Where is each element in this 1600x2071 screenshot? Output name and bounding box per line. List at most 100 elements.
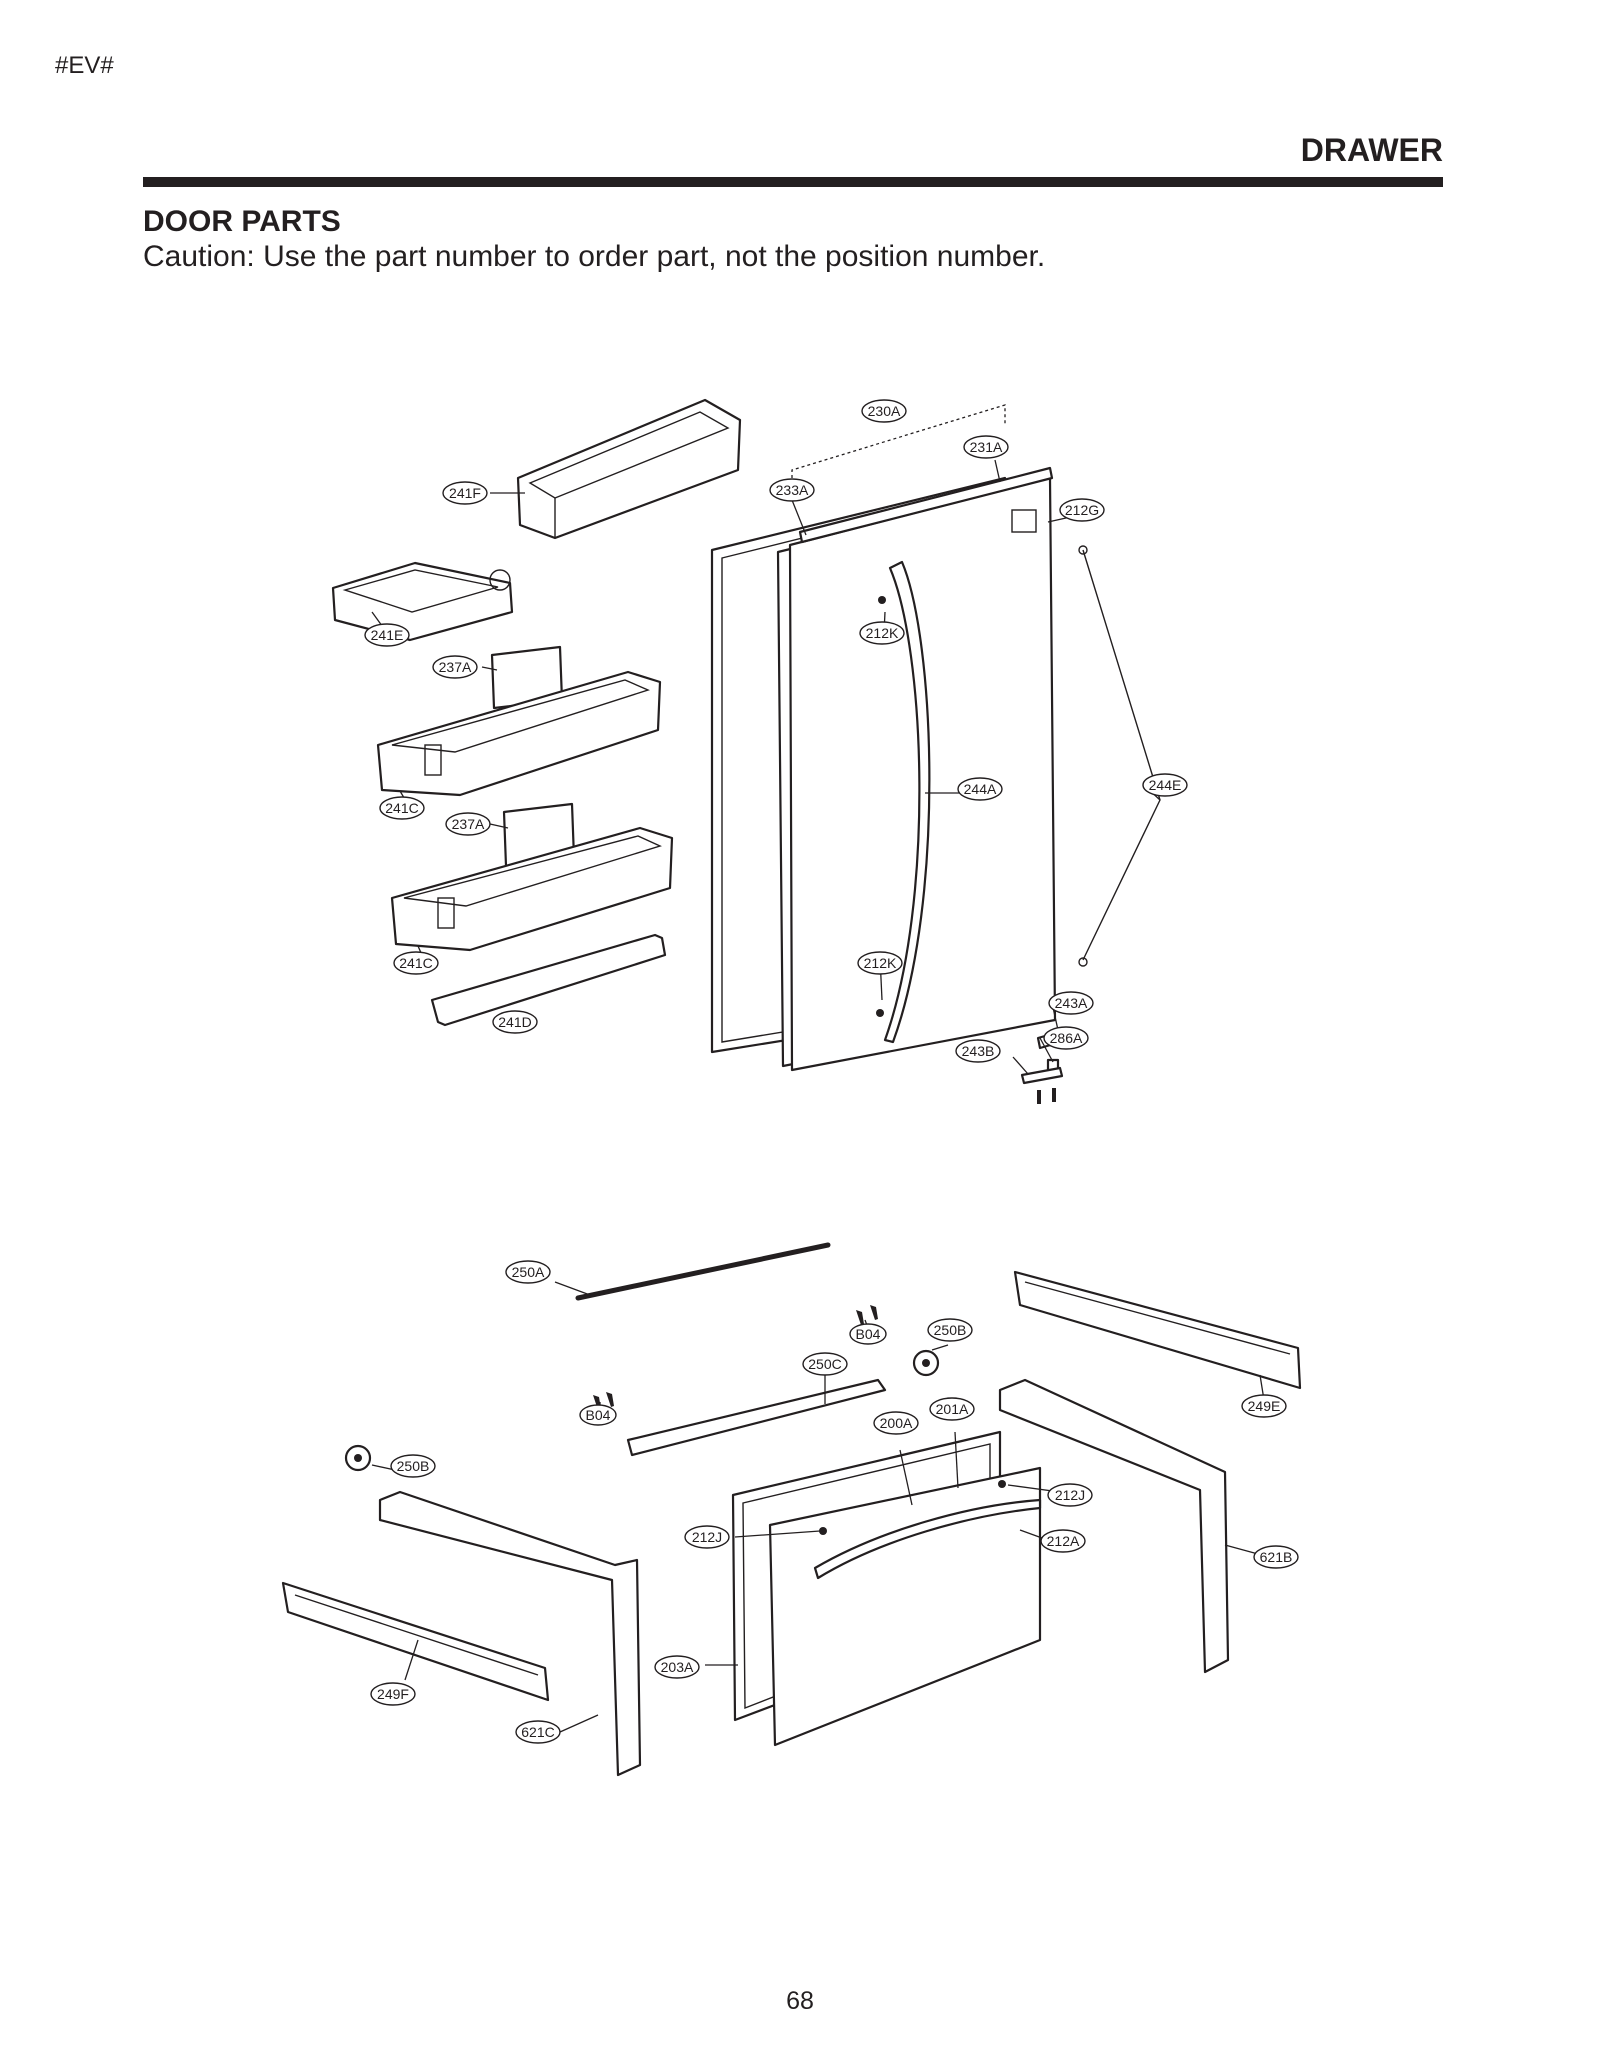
drawer-assembly (281, 1242, 1302, 1777)
screw-upper (878, 596, 886, 604)
callouts: 230A 231A 233A 212G 241F 241E 237A 212K … (364, 399, 1299, 1744)
svg-text:241E: 241E (371, 627, 404, 643)
callout-212G: 212G (1059, 498, 1105, 522)
callout-203A: 203A (654, 1655, 700, 1679)
svg-text:233A: 233A (776, 482, 809, 498)
door-assembly (710, 466, 1161, 1104)
svg-text:244A: 244A (964, 781, 997, 797)
svg-text:212J: 212J (1055, 1487, 1085, 1503)
caution-note: Caution: Use the part number to order pa… (143, 240, 1046, 273)
svg-text:B04: B04 (586, 1407, 611, 1423)
svg-text:212G: 212G (1065, 502, 1099, 518)
callout-212K-lower: 212K (857, 951, 903, 975)
svg-text:286A: 286A (1050, 1030, 1083, 1046)
callout-249E: 249E (1241, 1394, 1287, 1418)
svg-text:200A: 200A (880, 1415, 913, 1431)
svg-text:249F: 249F (377, 1686, 409, 1702)
svg-text:212K: 212K (866, 625, 899, 641)
callout-201A: 201A (929, 1397, 975, 1421)
callout-244E: 244E (1142, 773, 1188, 797)
callout-237A-lower: 237A (445, 812, 491, 836)
svg-text:243B: 243B (962, 1043, 995, 1059)
bin-241C-lower (390, 826, 674, 952)
svg-text:212K: 212K (864, 955, 897, 971)
callout-250B-right: 250B (927, 1318, 973, 1342)
svg-text:230A: 230A (868, 403, 901, 419)
svg-text:249E: 249E (1248, 1398, 1281, 1414)
svg-text:250C: 250C (808, 1356, 841, 1372)
callout-212J-right: 212J (1047, 1483, 1093, 1507)
callout-231A: 231A (963, 435, 1009, 459)
bin-241F (516, 398, 742, 540)
svg-text:212A: 212A (1047, 1533, 1080, 1549)
callout-250A: 250A (505, 1260, 551, 1284)
drawer-front (768, 1466, 1042, 1747)
trim-241D (430, 933, 667, 1027)
callout-212J-left: 212J (684, 1525, 730, 1549)
callout-250B-left: 250B (390, 1454, 436, 1478)
callout-212A: 212A (1040, 1529, 1086, 1553)
bin-241C-upper (376, 670, 662, 797)
callout-244A: 244A (957, 777, 1003, 801)
callout-621C: 621C (515, 1720, 561, 1744)
hinge-plate (1020, 1066, 1064, 1085)
document-id: #EV# (55, 52, 114, 79)
bar-250C (626, 1378, 887, 1457)
svg-text:237A: 237A (452, 816, 485, 832)
screw-pair (1037, 1088, 1056, 1104)
callout-241F: 241F (442, 481, 488, 505)
callout-621B: 621B (1253, 1545, 1299, 1569)
svg-text:250A: 250A (512, 1264, 545, 1280)
section-title: DRAWER (1300, 132, 1443, 168)
bracket-621C (378, 1490, 642, 1777)
door-handle (883, 560, 931, 1044)
callout-B04-lower: B04 (579, 1404, 617, 1426)
callout-237A-upper: 237A (432, 655, 478, 679)
callout-249F: 249F (370, 1682, 416, 1706)
page-heading: DOOR PARTS (143, 205, 341, 238)
rod-250A (575, 1242, 831, 1301)
svg-text:212J: 212J (692, 1529, 722, 1545)
door-bins (331, 398, 742, 1027)
svg-text:201A: 201A (936, 1401, 969, 1417)
drawer-handle (813, 1498, 1042, 1580)
svg-text:621C: 621C (521, 1724, 554, 1740)
callout-230A: 230A (861, 399, 907, 423)
side-wire (1082, 549, 1161, 961)
rail-249E (1013, 1270, 1302, 1390)
svg-text:237A: 237A (439, 659, 472, 675)
callout-233A: 233A (769, 478, 815, 502)
rail-249F (281, 1581, 550, 1702)
svg-text:203A: 203A (661, 1659, 694, 1675)
svg-text:244E: 244E (1149, 777, 1182, 793)
screw-lower (876, 1009, 884, 1017)
callout-212K-upper: 212K (859, 621, 905, 645)
callout-241C-upper: 241C (379, 796, 425, 820)
callout-241D: 241D (492, 1010, 538, 1034)
bracket-621B (998, 1378, 1230, 1674)
svg-text:241F: 241F (449, 485, 481, 501)
svg-text:250B: 250B (934, 1322, 967, 1338)
svg-text:231A: 231A (970, 439, 1003, 455)
callout-250C: 250C (802, 1352, 848, 1376)
page-number: 68 (786, 1987, 814, 2015)
svg-text:250B: 250B (397, 1458, 430, 1474)
svg-text:241C: 241C (385, 800, 418, 816)
header-rule (143, 177, 1443, 187)
svg-text:621B: 621B (1260, 1549, 1293, 1565)
callout-B04-upper: B04 (849, 1323, 887, 1345)
callout-286A: 286A (1043, 1026, 1089, 1050)
callout-243B: 243B (955, 1039, 1001, 1063)
callout-241E: 241E (364, 623, 410, 647)
callout-241C-lower: 241C (393, 951, 439, 975)
bin-241E (331, 561, 514, 642)
svg-text:241D: 241D (498, 1014, 531, 1030)
logo-plate (1011, 509, 1037, 533)
svg-text:243A: 243A (1055, 995, 1088, 1011)
svg-text:B04: B04 (856, 1326, 881, 1342)
callout-200A: 200A (873, 1411, 919, 1435)
door-cap (798, 466, 1054, 544)
svg-text:241C: 241C (399, 955, 432, 971)
callout-243A: 243A (1048, 991, 1094, 1015)
